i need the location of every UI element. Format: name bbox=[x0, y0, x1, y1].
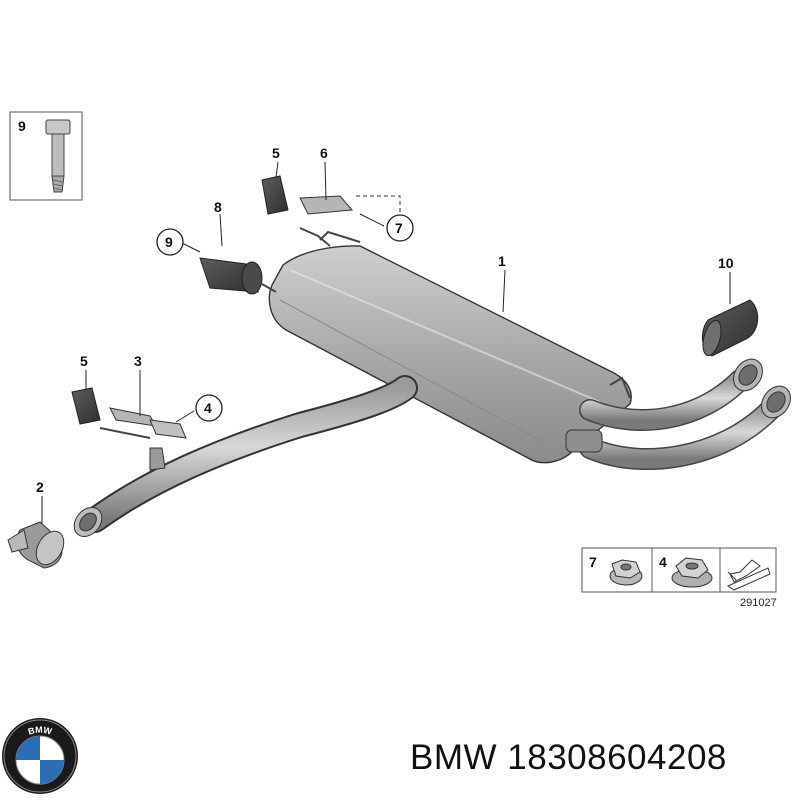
callout-5-lower: 5 bbox=[80, 353, 88, 369]
callout-5-upper: 5 bbox=[272, 145, 280, 161]
callout-6: 6 bbox=[320, 145, 328, 161]
diagram-code: 291027 bbox=[740, 597, 777, 609]
nut-icon bbox=[609, 559, 643, 586]
callout-7-circle: 7 bbox=[386, 214, 414, 242]
logo-text: BMW bbox=[27, 725, 54, 737]
callout-1: 1 bbox=[498, 253, 506, 269]
legend-item-7-label: 7 bbox=[589, 554, 597, 570]
flange-nut-icon bbox=[671, 557, 713, 588]
bolt-detail-box: 9 bbox=[9, 111, 83, 201]
upper-hanger-bracket bbox=[261, 175, 401, 247]
lower-hanger-bracket bbox=[71, 387, 187, 439]
rear-muffler bbox=[268, 230, 632, 464]
front-pipe bbox=[73, 375, 418, 537]
rubber-mount bbox=[199, 257, 277, 295]
callout-9-box: 9 bbox=[18, 118, 26, 134]
callout-3: 3 bbox=[134, 353, 142, 369]
part-number-caption: BMW 18308604208 bbox=[410, 738, 727, 777]
pipe-clamp bbox=[7, 521, 65, 569]
callout-4: 4 bbox=[204, 400, 212, 416]
callout-10: 10 bbox=[718, 255, 734, 271]
callout-9-circle: 9 bbox=[156, 228, 184, 256]
tail-pipes bbox=[565, 358, 791, 471]
bmw-logo-icon: BMW bbox=[2, 718, 78, 794]
shim-arrow-icon bbox=[726, 559, 771, 591]
callout-9: 9 bbox=[165, 234, 173, 250]
callout-4-circle: 4 bbox=[195, 394, 223, 422]
fastener-legend: 7 4 291027 bbox=[581, 547, 777, 609]
callout-8: 8 bbox=[214, 199, 222, 215]
leader-lines bbox=[41, 161, 731, 524]
callout-2: 2 bbox=[36, 479, 44, 495]
heat-shield-cap bbox=[702, 299, 759, 357]
bolt-icon bbox=[45, 119, 71, 193]
legend-item-4-label: 4 bbox=[659, 554, 667, 570]
callout-7: 7 bbox=[395, 220, 403, 236]
